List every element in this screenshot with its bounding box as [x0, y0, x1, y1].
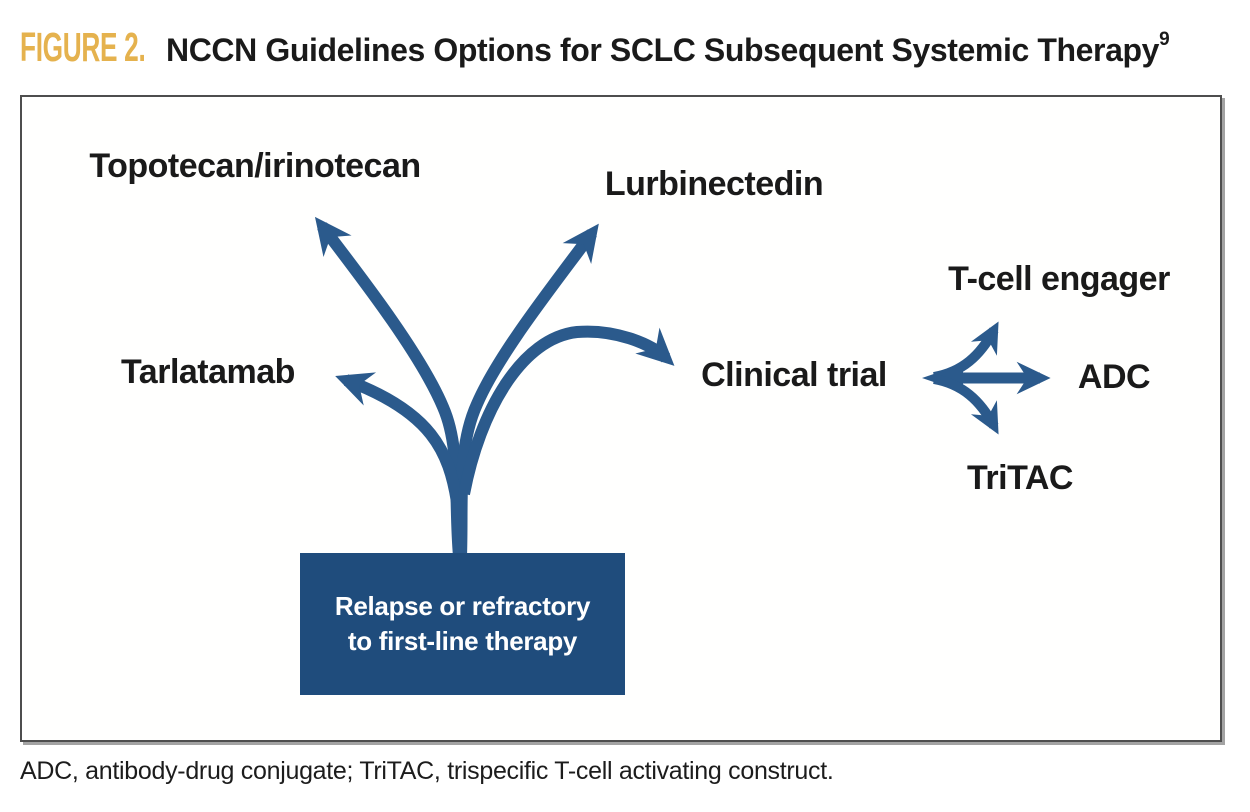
figure-title-text: NCCN Guidelines Options for SCLC Subsequ… [166, 32, 1160, 68]
footnote: ADC, antibody-drug conjugate; TriTAC, tr… [20, 757, 834, 785]
figure-label: FIGURE 2. [20, 24, 146, 70]
root-box-line2: to first-line therapy [347, 626, 578, 656]
root-box-line1: Relapse or refractory [334, 590, 591, 621]
option-lurbinectedin: Lurbinectedin [604, 165, 824, 203]
option-topotecan-irinotecan: Topotecan/irinotecan [89, 147, 421, 185]
suboption-adc: ADC [1077, 358, 1151, 396]
option-clinical-trial: Clinical trial [701, 356, 887, 394]
suboption-tritac: TriTAC [967, 459, 1073, 497]
relapse-refractory-box: Relapse or refractory to first-line ther… [300, 553, 625, 695]
option-tarlatamab: Tarlatamab [121, 353, 295, 391]
figure-reference-superscript: 9 [1159, 29, 1170, 50]
suboption-tcell-engager: T-cell engager [948, 260, 1170, 298]
figure-title: NCCN Guidelines Options for SCLC Subsequ… [166, 29, 1170, 69]
figure-header: FIGURE 2. NCCN Guidelines Options for SC… [20, 24, 1242, 71]
figure-label-box: FIGURE 2. [20, 24, 166, 71]
